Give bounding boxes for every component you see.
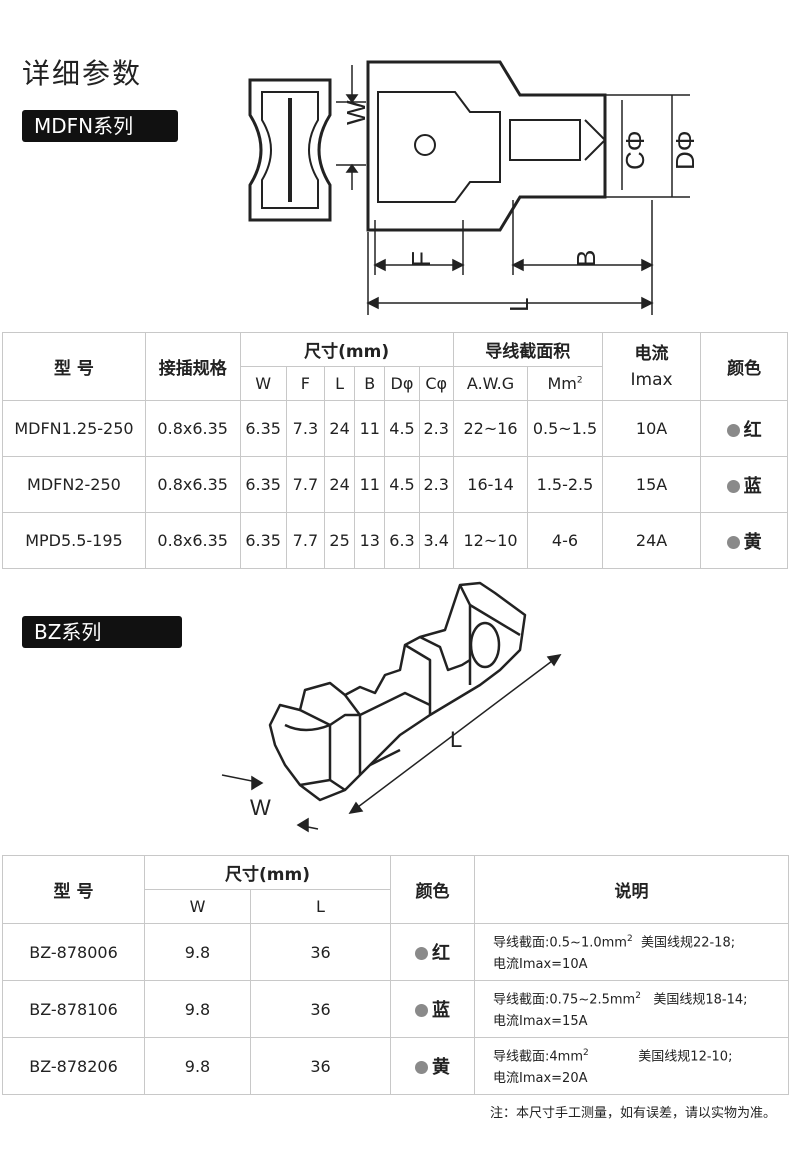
cell-f: 7.7 (285, 512, 326, 569)
bz-dim-w-label: W (250, 795, 271, 820)
col-w-header: W (239, 366, 287, 401)
col-f-header: F (285, 366, 326, 401)
col-plug-spec-header: 接插规格 (144, 332, 241, 401)
cell-model: MPD5.5-195 (2, 512, 146, 569)
cell-l: 36 (250, 1037, 391, 1095)
cell-b: 11 (354, 456, 386, 513)
bz-technical-drawing: L W (221, 581, 562, 833)
cell-color: 红 (700, 400, 788, 457)
cell-color: 黄 (700, 512, 788, 569)
col-size-header: 尺寸(mm) (239, 332, 454, 367)
cell-l: 24 (324, 400, 356, 457)
cell-description: 导线截面:0.5~1.0mm2 美国线规22-18;电流Imax=10A (474, 923, 789, 981)
footnote: 注：本尺寸手工测量，如有误差，请以实物为准。 (489, 1106, 776, 1121)
col-wire-section-header: 导线截面积 (452, 332, 603, 367)
cell-model: BZ-878006 (2, 923, 145, 981)
table-row: MPD5.5-195 0.8x6.35 6.35 7.7 25 13 6.3 3… (2, 512, 788, 569)
dim-d-label: DΦ (670, 130, 700, 170)
dim-l-label: L (504, 298, 534, 312)
cell-l: 36 (250, 923, 391, 981)
bz-col-size-header: 尺寸(mm) (144, 855, 391, 890)
cell-color: 黄 (390, 1037, 475, 1095)
cell-w: 9.8 (144, 923, 251, 981)
cell-c: 2.3 (418, 456, 454, 513)
mdfn-spec-table: 型 号 接插规格 尺寸(mm) 导线截面积 电流 Imax 颜色 W F L B… (2, 332, 788, 569)
cell-c: 3.4 (418, 512, 454, 569)
bz-col-color-header: 颜色 (390, 855, 475, 924)
mdfn-series-badge: MDFN系列 (22, 110, 178, 142)
cell-w: 6.35 (239, 400, 287, 457)
cell-mm2: 0.5~1.5 (527, 400, 603, 457)
bz-dim-l-label: L (450, 727, 462, 752)
table-row: BZ-878006 9.8 36 红 导线截面:0.5~1.0mm2 美国线规2… (2, 923, 789, 981)
dim-b-label: B (571, 250, 601, 267)
cell-spec: 0.8x6.35 (144, 400, 241, 457)
mdfn-technical-drawing: W F B L CΦ DΦ (248, 60, 700, 315)
cell-color: 蓝 (700, 456, 788, 513)
cell-b: 13 (354, 512, 386, 569)
table-row: BZ-878106 9.8 36 蓝 导线截面:0.75~2.5mm2 美国线规… (2, 980, 789, 1038)
cell-d: 4.5 (384, 456, 420, 513)
dim-w-label: W (341, 100, 371, 125)
cell-d: 4.5 (384, 400, 420, 457)
col-current-header: 电流 Imax (601, 332, 702, 401)
col-l-header: L (324, 366, 356, 401)
bz-col-w-header: W (144, 889, 251, 924)
cell-description: 导线截面:4mm2 美国线规12-10;电流Imax=20A (474, 1037, 789, 1095)
bz-col-model-header: 型 号 (2, 855, 145, 924)
cell-color: 红 (390, 923, 475, 981)
cell-c: 2.3 (418, 400, 454, 457)
bz-col-l-header: L (250, 889, 391, 924)
table-row: MDFN1.25-250 0.8x6.35 6.35 7.3 24 11 4.5… (2, 400, 788, 457)
cell-w: 6.35 (239, 512, 287, 569)
bz-spec-table: 型 号 尺寸(mm) 颜色 说明 W L BZ-878006 9.8 36 红 … (2, 855, 789, 1095)
col-c-header: Cφ (418, 366, 454, 401)
dim-f-label: F (406, 251, 436, 267)
table-row: BZ-878206 9.8 36 黄 导线截面:4mm2 美国线规12-10;电… (2, 1037, 789, 1095)
color-dot-icon (726, 535, 740, 549)
cell-awg: 22~16 (452, 400, 529, 457)
cell-w: 6.35 (239, 456, 287, 513)
col-model-header: 型 号 (2, 332, 146, 401)
bz-series-badge: BZ系列 (22, 616, 182, 648)
cell-f: 7.3 (285, 400, 326, 457)
cell-mm2: 1.5-2.5 (527, 456, 603, 513)
cell-l: 25 (324, 512, 356, 569)
cell-current: 24A (601, 512, 702, 569)
cell-l: 24 (324, 456, 356, 513)
col-d-header: Dφ (384, 366, 420, 401)
color-dot-icon (726, 423, 740, 437)
col-awg-header: A.W.G (452, 366, 529, 401)
cell-l: 36 (250, 980, 391, 1038)
cell-model: MDFN2-250 (2, 456, 146, 513)
cell-color: 蓝 (390, 980, 475, 1038)
dim-c-label: CΦ (620, 130, 650, 170)
cell-model: BZ-878206 (2, 1037, 145, 1095)
cell-current: 15A (601, 456, 702, 513)
cell-d: 6.3 (384, 512, 420, 569)
cell-model: MDFN1.25-250 (2, 400, 146, 457)
color-dot-icon (726, 479, 740, 493)
cell-f: 7.7 (285, 456, 326, 513)
col-color-header: 颜色 (700, 332, 788, 401)
cell-w: 9.8 (144, 980, 251, 1038)
bz-col-description-header: 说明 (474, 855, 789, 924)
color-dot-icon (415, 1004, 428, 1017)
cell-description: 导线截面:0.75~2.5mm2 美国线规18-14;电流Imax=15A (474, 980, 789, 1038)
cell-awg: 12~10 (452, 512, 529, 569)
color-dot-icon (415, 1061, 428, 1074)
table-row: MDFN2-250 0.8x6.35 6.35 7.7 24 11 4.5 2.… (2, 456, 788, 513)
cell-model: BZ-878106 (2, 980, 145, 1038)
col-b-header: B (354, 366, 386, 401)
cell-spec: 0.8x6.35 (144, 456, 241, 513)
col-mm2-header: Mm2 (527, 366, 603, 401)
cell-mm2: 4-6 (527, 512, 603, 569)
cell-current: 10A (601, 400, 702, 457)
cell-w: 9.8 (144, 1037, 251, 1095)
cell-b: 11 (354, 400, 386, 457)
color-dot-icon (415, 947, 428, 960)
page-title: 详细参数 (22, 57, 143, 90)
cell-awg: 16-14 (452, 456, 529, 513)
cell-spec: 0.8x6.35 (144, 512, 241, 569)
